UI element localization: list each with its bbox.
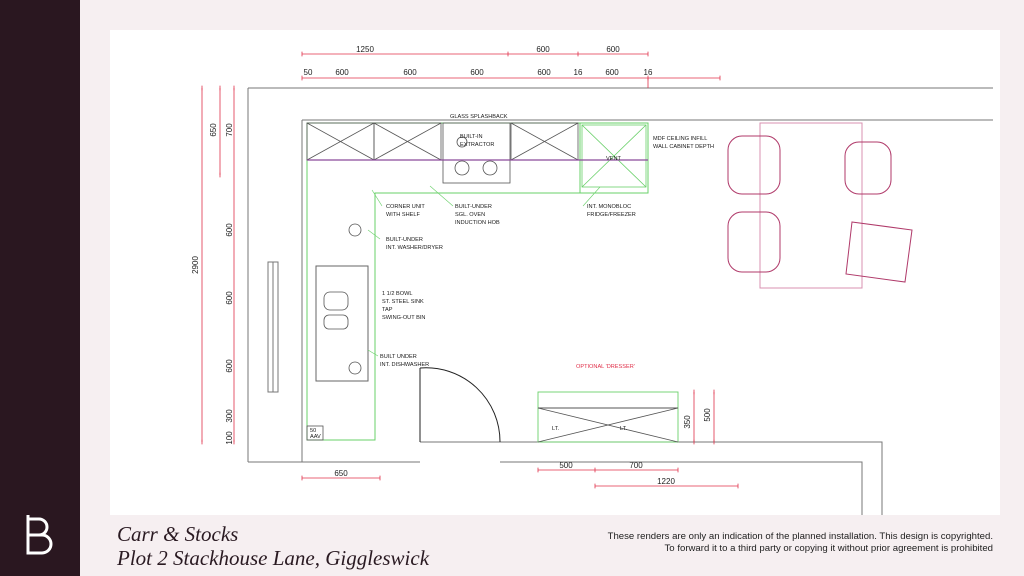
dim-right-1: 350 bbox=[683, 415, 692, 429]
dim-top-2: 600 bbox=[536, 45, 550, 54]
disclaimer: These renders are only an indication of … bbox=[608, 531, 993, 555]
dim-top-r2-3: 600 bbox=[403, 68, 417, 77]
dim-left-total: 2900 bbox=[191, 256, 200, 274]
leader-lines bbox=[367, 185, 601, 357]
dim-top-r2-8: 16 bbox=[644, 68, 653, 77]
label-lt-2: LT. bbox=[620, 426, 627, 432]
floor-plan-panel: 1250 600 600 50 600 600 600 600 16 600 1… bbox=[110, 30, 1000, 515]
label-glass-splashback: GLASS SPLASHBACK bbox=[450, 114, 508, 120]
dim-bottom-3: 700 bbox=[629, 461, 643, 470]
dim-left-4: 600 bbox=[225, 291, 234, 305]
wall-units bbox=[306, 122, 647, 441]
label-oven-3: INDUCTION HOB bbox=[455, 220, 500, 226]
label-aav-2: AAV bbox=[310, 434, 321, 440]
label-washer-2: INT. WASHER/DRYER bbox=[386, 245, 443, 251]
dim-bottom-1: 650 bbox=[334, 469, 348, 478]
label-extractor-1: BUILT-IN bbox=[460, 134, 483, 140]
label-vent: VENT bbox=[606, 156, 622, 162]
dim-top-r2-7: 600 bbox=[605, 68, 619, 77]
label-dish-2: INT. DISHWASHER bbox=[380, 362, 429, 368]
b-monogram-icon bbox=[26, 515, 53, 555]
label-corner-1: CORNER UNIT bbox=[386, 204, 425, 210]
label-sink-4: SWING-OUT BIN bbox=[382, 315, 425, 321]
dim-left-3: 600 bbox=[225, 223, 234, 237]
dimension-lines bbox=[201, 51, 739, 489]
label-mdf-2: WALL CABINET DEPTH bbox=[653, 144, 714, 150]
dim-top-r2-5: 600 bbox=[537, 68, 551, 77]
kitchen-floor-plan: 1250 600 600 50 600 600 600 600 16 600 1… bbox=[191, 45, 993, 515]
label-sink-2: ST. STEEL SINK bbox=[382, 299, 424, 305]
dim-bottom-4: 1220 bbox=[657, 477, 675, 486]
label-lt-1: LT. bbox=[552, 426, 559, 432]
dim-left-6: 300 bbox=[225, 409, 234, 423]
label-dresser: OPTIONAL 'DRESSER' bbox=[576, 364, 635, 370]
label-fridge-1: INT. MONOBLOC bbox=[587, 204, 631, 210]
label-oven-1: BUILT-UNDER bbox=[455, 204, 492, 210]
label-sink-1: 1 1/2 BOWL bbox=[382, 291, 412, 297]
base-units bbox=[306, 122, 649, 441]
disclaimer-line-2: To forward it to a third party or copyin… bbox=[664, 543, 993, 554]
label-sink-3: TAP bbox=[382, 307, 393, 313]
dim-bottom-2: 500 bbox=[559, 461, 573, 470]
dim-left-7: 100 bbox=[225, 431, 234, 445]
dining-furniture bbox=[727, 122, 913, 289]
label-washer-1: BUILT-UNDER bbox=[386, 237, 423, 243]
label-corner-2: WITH SHELF bbox=[386, 212, 420, 218]
dim-top-r2-1: 50 bbox=[304, 68, 313, 77]
dim-left-2: 700 bbox=[225, 123, 234, 137]
dim-top-3: 600 bbox=[606, 45, 620, 54]
dim-left-1: 650 bbox=[209, 123, 218, 137]
label-fridge-2: FRIDGE/FREEZER bbox=[587, 212, 636, 218]
door bbox=[419, 367, 501, 443]
dim-top-r2-6: 16 bbox=[574, 68, 583, 77]
label-aav-1: 50 bbox=[310, 428, 316, 434]
label-mdf-1: MDF CEILING INFILL bbox=[653, 136, 707, 142]
sidebar bbox=[0, 0, 80, 576]
project-address: Plot 2 Stackhouse Lane, Giggleswick bbox=[117, 546, 430, 570]
dim-right-2: 500 bbox=[703, 408, 712, 422]
dim-top-1: 1250 bbox=[356, 45, 374, 54]
dim-top-r2-2: 600 bbox=[335, 68, 349, 77]
dim-top-r2-4: 600 bbox=[470, 68, 484, 77]
dim-left-5: 600 bbox=[225, 359, 234, 373]
label-extractor-2: EXTRACTOR bbox=[460, 142, 494, 148]
disclaimer-line-1: These renders are only an indication of … bbox=[607, 531, 993, 542]
label-oven-2: SGL. OVEN bbox=[455, 212, 485, 218]
dresser bbox=[537, 391, 679, 443]
company-name: Carr & Stocks bbox=[117, 522, 239, 546]
label-dish-1: BUILT UNDER bbox=[380, 354, 417, 360]
